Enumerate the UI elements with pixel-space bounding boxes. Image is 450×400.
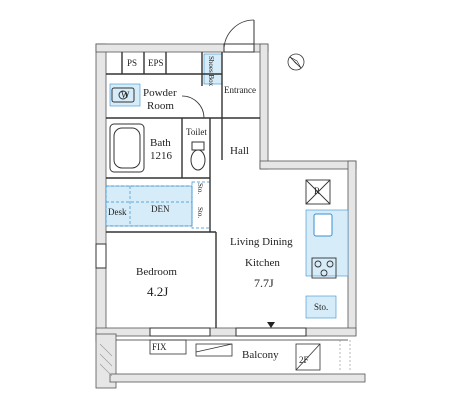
outer-walls [95,43,366,389]
shoes-box-label: Shoes Box [207,56,215,87]
wall-step [259,160,357,170]
den-label: DEN [151,204,170,214]
wall-south [95,327,357,337]
fix-label: FIX [152,342,167,352]
powder-room-label-1: Powder [143,87,177,99]
bath-label: Bath [150,137,171,149]
triangle-down-icon [267,322,275,328]
wash-basin [111,87,135,103]
bedroom-label: Bedroom [136,266,177,278]
powder-room-label-2: Room [147,100,174,112]
desk-label: Desk [108,207,127,217]
eps-label: EPS [148,58,164,68]
balcony-rail [339,340,351,372]
stove [311,257,337,279]
sto-kitchen-label: Sto. [314,302,329,312]
sto-upper-label: Sto. [196,183,204,195]
ldk-size-label: 7.7J [254,276,274,290]
den-storage [105,185,193,227]
interior-partitions [106,52,260,328]
hall-label: Hall [230,145,249,157]
bedroom-size-label: 4.2J [147,284,169,299]
toilet-label: Toilet [186,127,207,137]
toilet-fixture [190,141,206,171]
bathtub [109,123,145,173]
entrance-door-swing [223,19,255,51]
wall-east-lower [347,160,357,336]
kitchen-storage [305,295,337,319]
two-f-label: 2F [299,355,309,365]
balcony-label: Balcony [242,349,279,361]
sto-lower-label: Sto. [196,207,204,219]
kitchen-sink [313,213,333,237]
balcony-details [116,339,348,371]
den-storage-dash [105,185,193,227]
compass-north-icon [287,53,305,71]
ldk-label-2: Kitchen [245,257,280,269]
wall-west [95,43,107,342]
bath-size-label: 1216 [150,150,172,162]
entrance-label: Entrance [224,85,256,95]
r-label: R [314,186,321,196]
w-label: W [121,90,130,100]
wall-east-upper [259,43,269,170]
ldk-label-1: Living Dining [230,236,293,248]
wall-north-left [95,43,225,53]
ps-label: PS [127,58,138,68]
washer-area [109,83,141,107]
balcony-hatch [99,343,113,377]
powder-door-swing [181,95,205,119]
refrigerator [305,179,331,205]
balcony-wall-south [109,373,366,383]
